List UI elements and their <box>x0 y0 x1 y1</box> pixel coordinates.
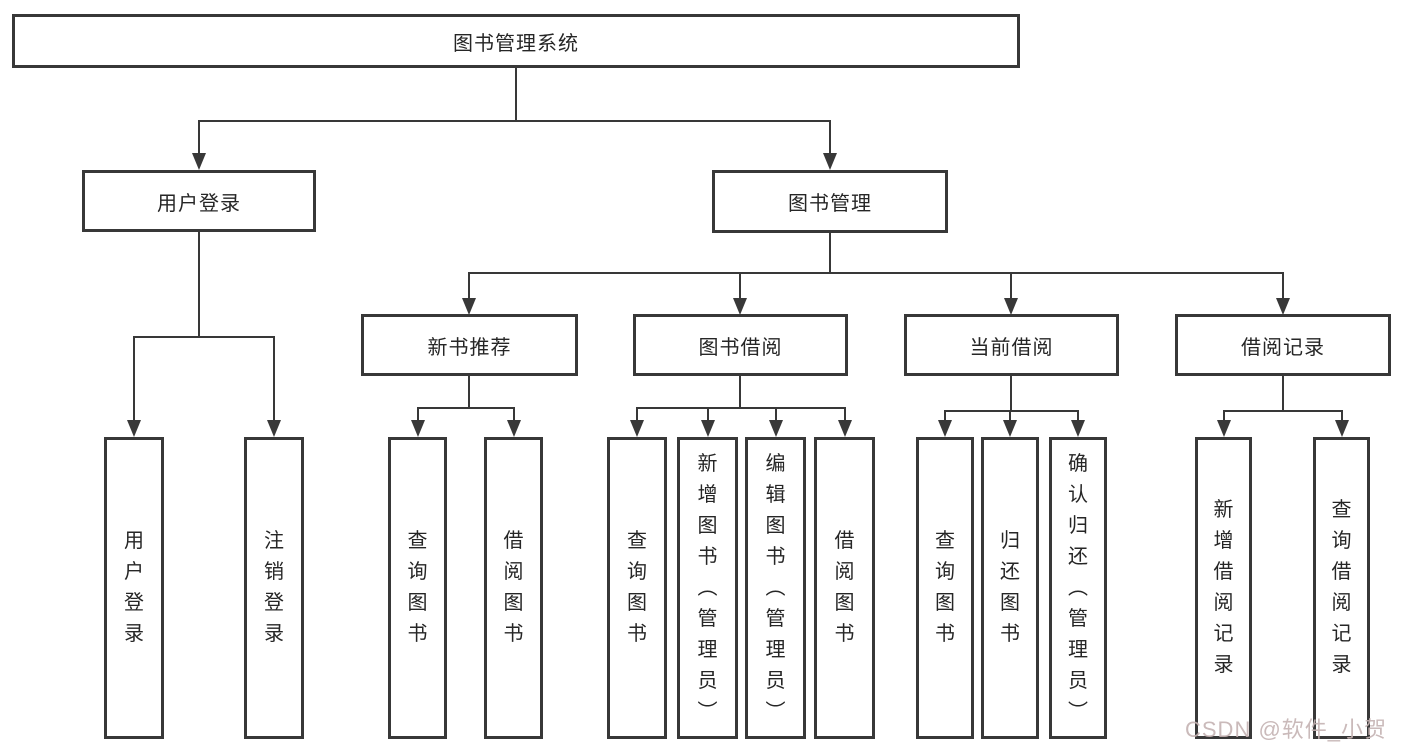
csdn-watermark: CSDN @软件_小贺同学 <box>1185 717 1388 742</box>
connector-line <box>636 407 846 409</box>
connector-line <box>468 272 470 300</box>
leaf-logout: 注 销 登 录 <box>244 437 304 739</box>
connector-line <box>1010 272 1012 300</box>
leaf-bb-edit-books-admin-label: 编 辑 图 书 ︵ 管 理 员 ︶ <box>765 452 786 723</box>
node-new-book-recommend-label: 新书推荐 <box>427 336 512 359</box>
arrow-down-icon <box>938 420 952 437</box>
leaf-cb-confirm-return-admin-label: 确 认 归 还 ︵ 管 理 员 ︶ <box>1068 452 1088 723</box>
connector-line <box>133 336 275 338</box>
connector-line <box>775 407 777 423</box>
node-book-borrow: 图书借阅 <box>633 314 848 376</box>
node-current-borrow: 当前借阅 <box>904 314 1119 376</box>
node-book-management: 图书管理 <box>712 170 948 233</box>
node-current-borrow-label: 当前借阅 <box>969 336 1054 359</box>
connector-line <box>636 407 638 423</box>
leaf-br-add-record-label: 新 增 借 阅 记 录 <box>1213 499 1234 676</box>
connector-line <box>1341 410 1343 423</box>
arrow-down-icon <box>462 298 476 315</box>
leaf-br-add-record: 新 增 借 阅 记 录 <box>1195 437 1252 739</box>
connector-line <box>1223 410 1225 423</box>
connector-line <box>273 336 275 422</box>
connector-line <box>944 410 946 423</box>
connector-line <box>707 407 709 423</box>
leaf-bb-add-books-admin-label: 新 增 图 书 ︵ 管 理 员 ︶ <box>697 452 718 723</box>
node-book-management-label: 图书管理 <box>788 193 872 215</box>
arrow-down-icon <box>267 420 281 437</box>
leaf-bb-query-books: 查 询 图 书 <box>607 437 667 739</box>
arrow-down-icon <box>192 153 206 170</box>
connector-line <box>1010 376 1012 412</box>
connector-line <box>1009 410 1011 423</box>
leaf-cb-query-books-label: 查 询 图 书 <box>935 530 955 645</box>
connector-line <box>198 120 200 155</box>
connector-line <box>468 272 1284 274</box>
arrow-down-icon <box>769 420 783 437</box>
arrow-down-icon <box>838 420 852 437</box>
arrow-down-icon <box>701 420 715 437</box>
leaf-bb-borrow-books-label: 借 阅 图 书 <box>834 530 855 645</box>
connector-line <box>829 233 831 274</box>
leaf-user-login-label: 用 户 登 录 <box>124 530 144 645</box>
leaf-cb-query-books: 查 询 图 书 <box>916 437 974 739</box>
leaf-nb-borrow-books-label: 借 阅 图 书 <box>503 530 524 645</box>
leaf-cb-return-books: 归 还 图 书 <box>981 437 1039 739</box>
connector-line <box>739 376 741 409</box>
connector-line <box>417 407 515 409</box>
node-root: 图书管理系统 <box>12 14 1020 68</box>
leaf-logout-label: 注 销 登 录 <box>264 530 284 645</box>
connector-line <box>1223 410 1343 412</box>
arrow-down-icon <box>1071 420 1085 437</box>
connector-line <box>1282 376 1284 412</box>
node-borrow-records-label: 借阅记录 <box>1241 336 1325 359</box>
arrow-down-icon <box>1276 298 1290 315</box>
connector-line <box>133 336 135 422</box>
leaf-nb-borrow-books: 借 阅 图 书 <box>484 437 543 739</box>
arrow-down-icon <box>507 420 521 437</box>
arrow-down-icon <box>1335 420 1349 437</box>
connector-line <box>1077 410 1079 423</box>
arrow-down-icon <box>1004 298 1018 315</box>
arrow-down-icon <box>733 298 747 315</box>
leaf-cb-confirm-return-admin: 确 认 归 还 ︵ 管 理 员 ︶ <box>1049 437 1107 739</box>
connector-line <box>198 120 831 122</box>
node-user-login: 用户登录 <box>82 170 316 232</box>
arrow-down-icon <box>411 420 425 437</box>
connector-line <box>739 272 741 300</box>
leaf-nb-query-books: 查 询 图 书 <box>388 437 447 739</box>
connector-line <box>198 232 200 338</box>
node-borrow-records: 借阅记录 <box>1175 314 1391 376</box>
leaf-bb-borrow-books: 借 阅 图 书 <box>814 437 875 739</box>
arrow-down-icon <box>127 420 141 437</box>
connector-line <box>468 376 470 409</box>
node-user-login-label: 用户登录 <box>157 192 241 215</box>
leaf-nb-query-books-label: 查 询 图 书 <box>407 530 428 645</box>
node-new-book-recommend: 新书推荐 <box>361 314 578 376</box>
arrow-down-icon <box>630 420 644 437</box>
arrow-down-icon <box>1003 420 1017 437</box>
connector-line <box>515 68 517 122</box>
node-book-borrow-label: 图书借阅 <box>698 336 783 359</box>
leaf-bb-query-books-label: 查 询 图 书 <box>627 530 647 645</box>
leaf-bb-add-books-admin: 新 增 图 书 ︵ 管 理 员 ︶ <box>677 437 738 739</box>
leaf-user-login: 用 户 登 录 <box>104 437 164 739</box>
connector-line <box>1282 272 1284 300</box>
connector-line <box>844 407 846 423</box>
leaf-bb-edit-books-admin: 编 辑 图 书 ︵ 管 理 员 ︶ <box>745 437 806 739</box>
arrow-down-icon <box>823 153 837 170</box>
arrow-down-icon <box>1217 420 1231 437</box>
connector-line <box>944 410 1079 412</box>
leaf-cb-return-books-label: 归 还 图 书 <box>1000 530 1020 645</box>
leaf-br-query-record: 查 询 借 阅 记 录 <box>1313 437 1370 739</box>
connector-line <box>417 407 419 423</box>
leaf-br-query-record-label: 查 询 借 阅 记 录 <box>1331 499 1352 676</box>
node-root-label: 图书管理系统 <box>453 32 579 55</box>
connector-line <box>513 407 515 423</box>
connector-line <box>829 120 831 155</box>
